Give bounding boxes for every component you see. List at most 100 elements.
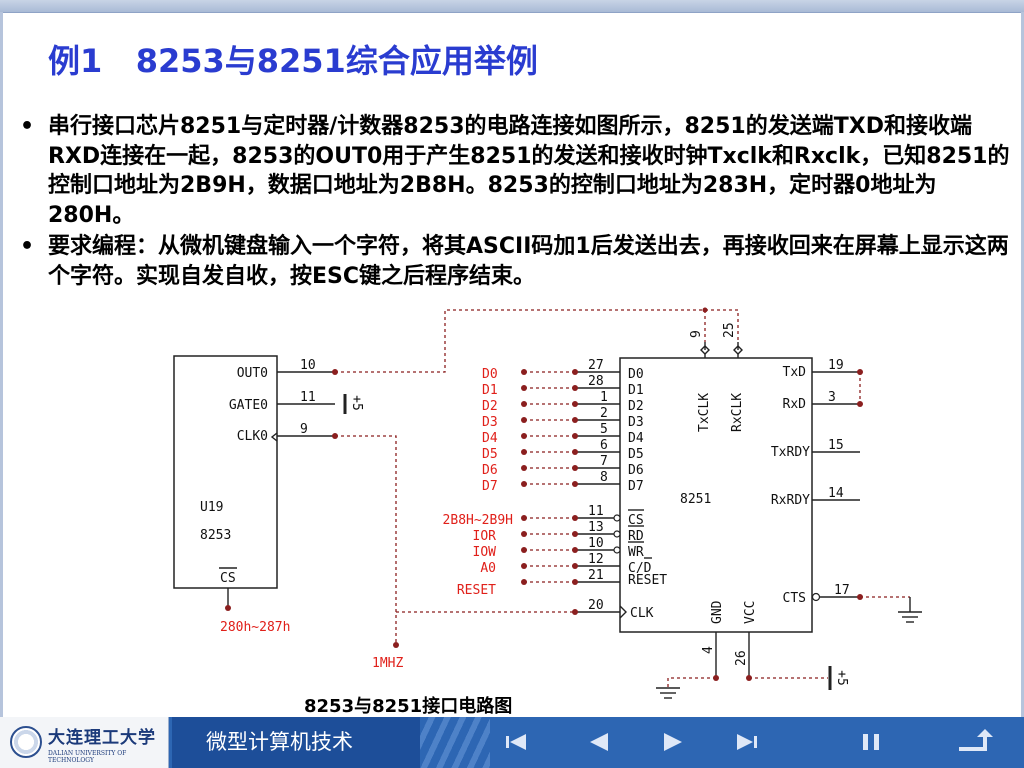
data-line-d2: D2 1 D2: [482, 390, 644, 414]
ctrl-signal-rd: IOR: [473, 529, 497, 544]
control-line-wr: IOW 10 WR: [473, 536, 644, 560]
prev-icon: [590, 733, 608, 751]
pin-label-clk0: CLK0: [237, 429, 268, 444]
pin-num-d6: 7: [600, 454, 608, 469]
bullet-list: • 串行接口芯片8251与定时器/计数器8253的电路连接如图所示，8251的发送…: [14, 112, 1010, 293]
data-signal-d6: D6: [482, 463, 498, 478]
first-slide-button[interactable]: [500, 727, 544, 757]
data-line-d4: D4 5 D4: [482, 422, 644, 446]
pin-label-wr: WR: [628, 545, 644, 560]
control-line-cs: 2B8H~2B9H 11 CS: [443, 504, 644, 528]
pin-label-cs: CS: [628, 513, 644, 528]
chip-8253-name: 8253: [200, 528, 231, 543]
prev-slide-button[interactable]: [580, 727, 624, 757]
control-lines: 2B8H~2B9H 11 CS IOR 13 RD IOW 10 WR: [443, 504, 668, 621]
first-icon: [506, 734, 526, 750]
pin-label-cd: C/D: [628, 561, 652, 576]
ctrl-signal-cd: A0: [480, 561, 496, 576]
university-seal-icon: [10, 726, 42, 758]
bullet-text-1: 串行接口芯片8251与定时器/计数器8253的电路连接如图所示，8251的发送端…: [48, 114, 1010, 228]
wire-out0-to-txclk: [335, 309, 706, 373]
bullet-item-2: • 要求编程：从微机键盘输入一个字符，将其ASCII码加1后发送出去，再接收回来在…: [14, 232, 1010, 291]
pin-num-rxclk: 25: [722, 322, 737, 338]
cs-address-label: 280h~287h: [220, 620, 290, 635]
pin-num-d5: 6: [600, 438, 608, 453]
university-name: 大连理工大学: [48, 728, 156, 748]
wire-out0-to-rxclk: [705, 309, 739, 342]
bullet-dot: •: [20, 114, 35, 139]
ctrl-signal-reset: RESET: [457, 583, 496, 598]
pin-num-reset: 21: [588, 568, 604, 583]
pin-label-rxclk: RxCLK: [730, 393, 745, 432]
data-bus: D0 27 D0 D1 28 D1 D2 1 D2 D3 2 D3: [482, 358, 644, 494]
wire-clk0-to-source: [335, 435, 397, 645]
right-border: [1021, 12, 1024, 717]
pin-label-cts: CTS: [783, 591, 806, 606]
pin-num-gnd: 4: [701, 646, 716, 654]
data-line-d7: D7 8 D7: [482, 470, 644, 494]
bullet-item-1: • 串行接口芯片8251与定时器/计数器8253的电路连接如图所示，8251的发送…: [14, 112, 1010, 230]
pin-label-d4: D4: [628, 431, 644, 446]
diagram-caption: 8253与8251接口电路图: [304, 696, 513, 717]
pin-num-gate0: 11: [300, 390, 316, 405]
university-logo: 大连理工大学 DALIAN UNIVERSITY OF TECHNOLOGY: [0, 717, 169, 768]
pin-num-clk0: 9: [300, 422, 308, 437]
pause-button[interactable]: [850, 727, 894, 757]
gate-power-label: +5: [349, 395, 364, 411]
pin-num-rxd: 3: [828, 390, 836, 405]
junction-8253-cs: [225, 605, 231, 611]
bullet-text-2: 要求编程：从微机键盘输入一个字符，将其ASCII码加1后发送出去，再接收回来在屏…: [48, 234, 1009, 289]
pin-label-reset: RESET: [628, 573, 667, 588]
data-signal-d1: D1: [482, 383, 498, 398]
pin-num-d0: 27: [588, 358, 604, 373]
pin-label-d6: D6: [628, 463, 644, 478]
pin-num-d3: 2: [600, 406, 608, 421]
return-button[interactable]: [955, 727, 999, 757]
clock-source-label: 1MHZ: [372, 656, 403, 671]
pin-num-txclk: 9: [689, 330, 704, 338]
slide-title: 例1 8253与8251综合应用举例: [48, 42, 538, 80]
pin-num-cts: 17: [834, 583, 850, 598]
chip-8251-name: 8251: [680, 492, 711, 507]
footer-bar: 大连理工大学 DALIAN UNIVERSITY OF TECHNOLOGY 微…: [0, 717, 1024, 768]
pin-num-d2: 1: [600, 390, 608, 405]
pin-num-d4: 5: [600, 422, 608, 437]
last-slide-button[interactable]: [725, 727, 769, 757]
pin-num-clk: 20: [588, 598, 604, 613]
control-line-cd: A0 12 C/D: [480, 552, 652, 576]
pin-label-d5: D5: [628, 447, 644, 462]
pin-num-cd: 12: [588, 552, 604, 567]
ctrl-signal-wr: IOW: [473, 545, 497, 560]
clk0-clock-marker: [270, 432, 278, 442]
data-line-d1: D1 28 D1: [482, 374, 644, 398]
pin-label-vcc: VCC: [743, 601, 758, 624]
pin-label-rxd: RxD: [783, 397, 807, 412]
pin-label-out0: OUT0: [237, 366, 268, 381]
pin-num-txd: 19: [828, 358, 844, 373]
top-bar: [0, 0, 1024, 13]
pin-num-rxrdy: 14: [828, 486, 844, 501]
next-slide-button[interactable]: [650, 727, 694, 757]
pin-num-out0: 10: [300, 358, 316, 373]
control-line-reset: RESET 21 RESET: [457, 568, 667, 598]
bullet-dot: •: [20, 234, 35, 259]
chip-8253-ref: U19: [200, 500, 223, 515]
bottom-pins: GND 4 VCC 26 +5: [656, 600, 849, 699]
chip-8253-cs-pin: CS: [220, 571, 236, 586]
pin-label-clk: CLK: [630, 606, 654, 621]
pin-label-d7: D7: [628, 479, 644, 494]
data-line-d0: D0 27 D0: [482, 358, 644, 382]
pin-label-gate0: GATE0: [229, 398, 268, 413]
data-signal-d0: D0: [482, 367, 498, 382]
pin-num-d7: 8: [600, 470, 608, 485]
pause-icon: [863, 734, 879, 750]
last-icon: [737, 734, 757, 750]
pin-label-rd: RD: [628, 529, 644, 544]
pin-num-d1: 28: [588, 374, 604, 389]
pin-label-rxrdy: RxRDY: [771, 493, 810, 508]
pin-label-d0: D0: [628, 367, 644, 382]
chip-8253-body: [173, 355, 278, 589]
pin-label-txrdy: TxRDY: [771, 445, 810, 460]
return-icon: [959, 729, 993, 751]
